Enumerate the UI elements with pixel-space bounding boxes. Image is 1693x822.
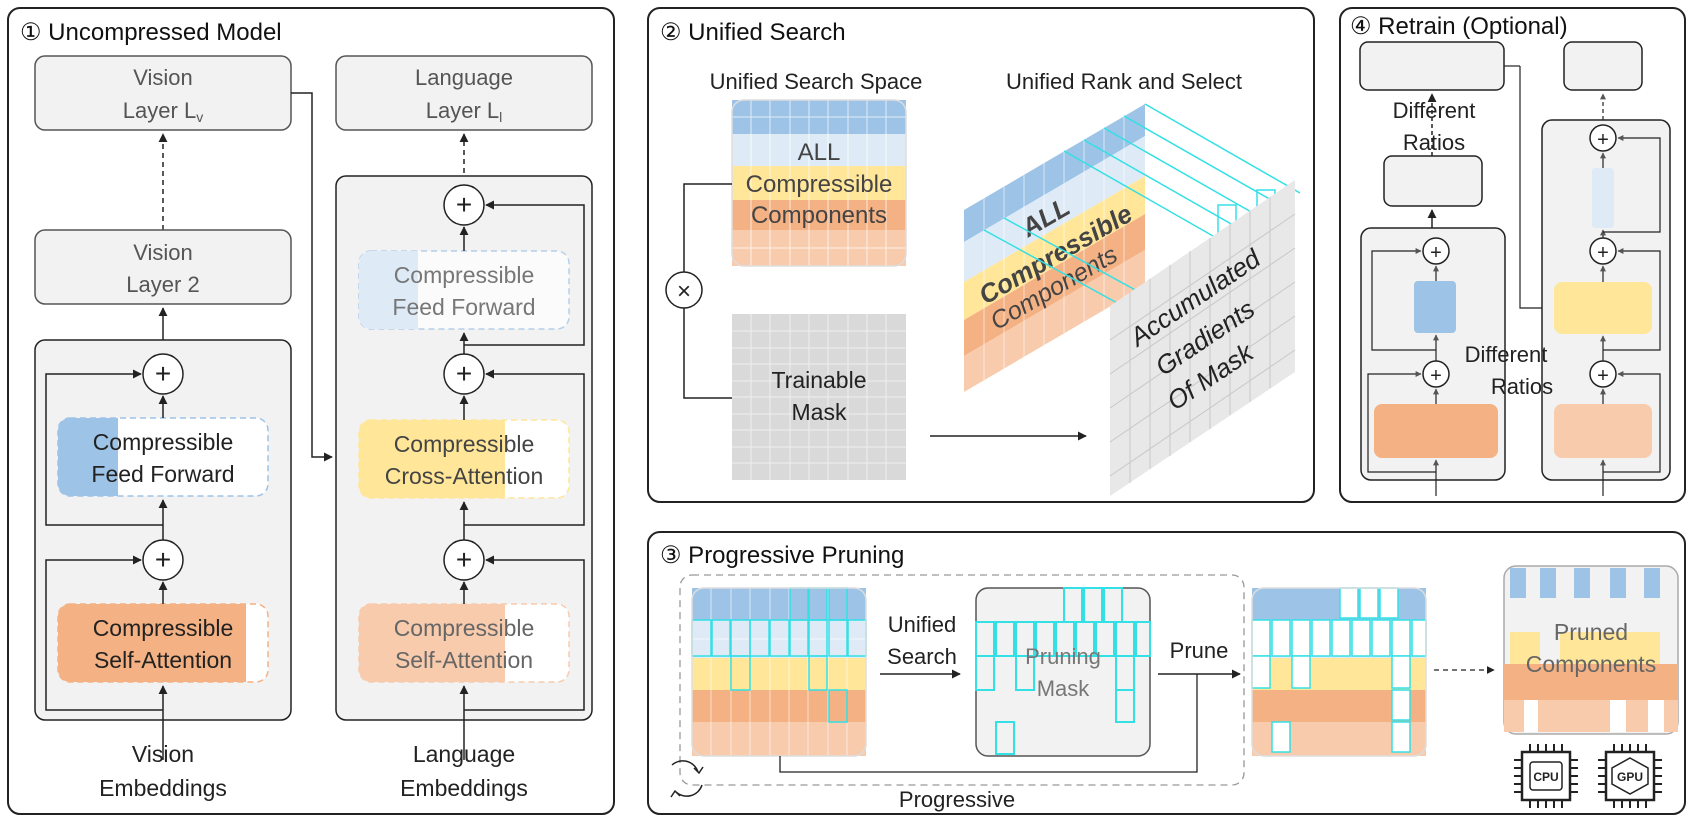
vision-sa-line2: Self-Attention	[94, 647, 232, 673]
vision-plus-bottom: +	[155, 544, 171, 575]
rank-select-title: Unified Rank and Select	[1006, 69, 1242, 94]
unified-search-line1: Unified	[888, 612, 956, 637]
language-plus-2: +	[456, 358, 472, 389]
search-space-stack: ALL Compressible Components	[731, 99, 907, 267]
unified-search-line2: Search	[887, 644, 957, 669]
cpu-icon: CPU	[1514, 744, 1578, 808]
language-ca-line2: Cross-Attention	[385, 463, 544, 489]
language-plus-1: +	[456, 189, 472, 220]
language-ca-line1: Compressible	[394, 431, 535, 457]
vision-layer-2-line2: Layer 2	[126, 272, 199, 297]
language-embeddings-line1: Language	[413, 741, 515, 767]
vision-plus-top: +	[155, 358, 171, 389]
pruned-line1: Pruned	[1554, 619, 1628, 645]
vision-ffn-line2: Feed Forward	[91, 461, 234, 487]
ratios-a-line2: Ratios	[1403, 130, 1465, 155]
panel4-title: ④ Retrain (Optional)	[1350, 13, 1568, 40]
panel-progressive-pruning: ③ Progressive Pruning	[647, 531, 1686, 815]
language-layer-1: Compressible Feed Forward Compressible C…	[335, 175, 593, 721]
language-ffn-block: Compressible Feed Forward	[358, 250, 570, 330]
panel-uncompressed-model: ① Uncompressed Model Vision Layer Lv Vis…	[7, 7, 615, 815]
vision-layer-2-line1: Vision	[133, 240, 193, 265]
ratios-b-line1: Different	[1465, 342, 1548, 367]
vision-sa-line1: Compressible	[93, 615, 234, 641]
panel3-title: ③ Progressive Pruning	[660, 542, 904, 569]
vision-layer-lv: Vision Layer Lv	[34, 55, 292, 131]
panel-unified-search: ② Unified Search Unified Search Space Un…	[647, 7, 1315, 503]
vision-ffn-block: Compressible Feed Forward	[57, 417, 269, 497]
language-ffn-line2: Feed Forward	[392, 294, 535, 320]
retrain-right-plus-2: +	[1597, 242, 1609, 264]
times-symbol: ×	[677, 278, 691, 305]
language-ca-block: Compressible Cross-Attention	[358, 419, 570, 499]
grid-before	[691, 587, 867, 757]
pruning-mask-line2: Mask	[1037, 676, 1091, 701]
space-word-all: ALL	[798, 139, 841, 166]
language-plus-3: +	[456, 544, 472, 575]
pruned-line2: Components	[1526, 651, 1656, 677]
language-layer-ll-line2: Layer Ll	[426, 98, 503, 125]
vision-embeddings-line1: Vision	[132, 741, 194, 767]
retrain-left-plus-1: +	[1430, 242, 1442, 264]
vision-layer-1: Compressible Feed Forward Compressible S…	[34, 339, 292, 721]
gpu-label: GPU	[1617, 770, 1643, 784]
space-word-components: Components	[751, 202, 887, 229]
vision-sa-block: Compressible Self-Attention	[57, 603, 269, 683]
ratios-a-line1: Different	[1393, 98, 1476, 123]
vision-embeddings-line2: Embeddings	[99, 775, 227, 801]
progressive-label: Progressive	[899, 787, 1015, 812]
search-space-title: Unified Search Space	[710, 69, 923, 94]
language-embeddings-line2: Embeddings	[400, 775, 528, 801]
prune-label: Prune	[1170, 638, 1229, 663]
pruned-components: Pruned Components	[1503, 565, 1679, 735]
grid-after	[1251, 587, 1427, 757]
mask-line1: Trainable	[771, 367, 866, 393]
vision-ffn-line1: Compressible	[93, 429, 234, 455]
isometric-stack: ALL Compressible Components	[964, 104, 1145, 392]
language-ffn-line1: Compressible	[394, 262, 535, 288]
vision-layer-2: Vision Layer 2	[34, 229, 292, 305]
retrain-left-plus-2: +	[1430, 365, 1442, 387]
ratios-b-line2: Ratios	[1491, 374, 1553, 399]
vision-layer-lv-line2: Layer Lv	[123, 98, 203, 125]
panel-retrain: ④ Retrain (Optional) Different Ratios + …	[1339, 7, 1686, 503]
retrain-right-plus-1: +	[1597, 129, 1609, 151]
retrain-right-plus-3: +	[1597, 365, 1609, 387]
cycle-icon	[670, 760, 704, 798]
cpu-label: CPU	[1533, 770, 1558, 784]
language-layer-ll-line1: Language	[415, 65, 513, 90]
language-sa-line2: Self-Attention	[395, 647, 533, 673]
pruning-mask: Pruning Mask	[975, 587, 1151, 757]
space-word-compressible: Compressible	[746, 171, 893, 198]
pruning-mask-line1: Pruning	[1025, 644, 1101, 669]
vision-layer-lv-line1: Vision	[133, 65, 193, 90]
gpu-icon: GPU	[1598, 744, 1662, 808]
panel1-title: ① Uncompressed Model	[20, 19, 282, 46]
trainable-mask: Trainable Mask	[732, 314, 906, 480]
language-layer-ll: Language Layer Ll	[335, 55, 593, 131]
panel2-title: ② Unified Search	[660, 19, 846, 46]
language-sa-line1: Compressible	[394, 615, 535, 641]
language-sa-block: Compressible Self-Attention	[358, 603, 570, 683]
mask-line2: Mask	[792, 399, 847, 425]
